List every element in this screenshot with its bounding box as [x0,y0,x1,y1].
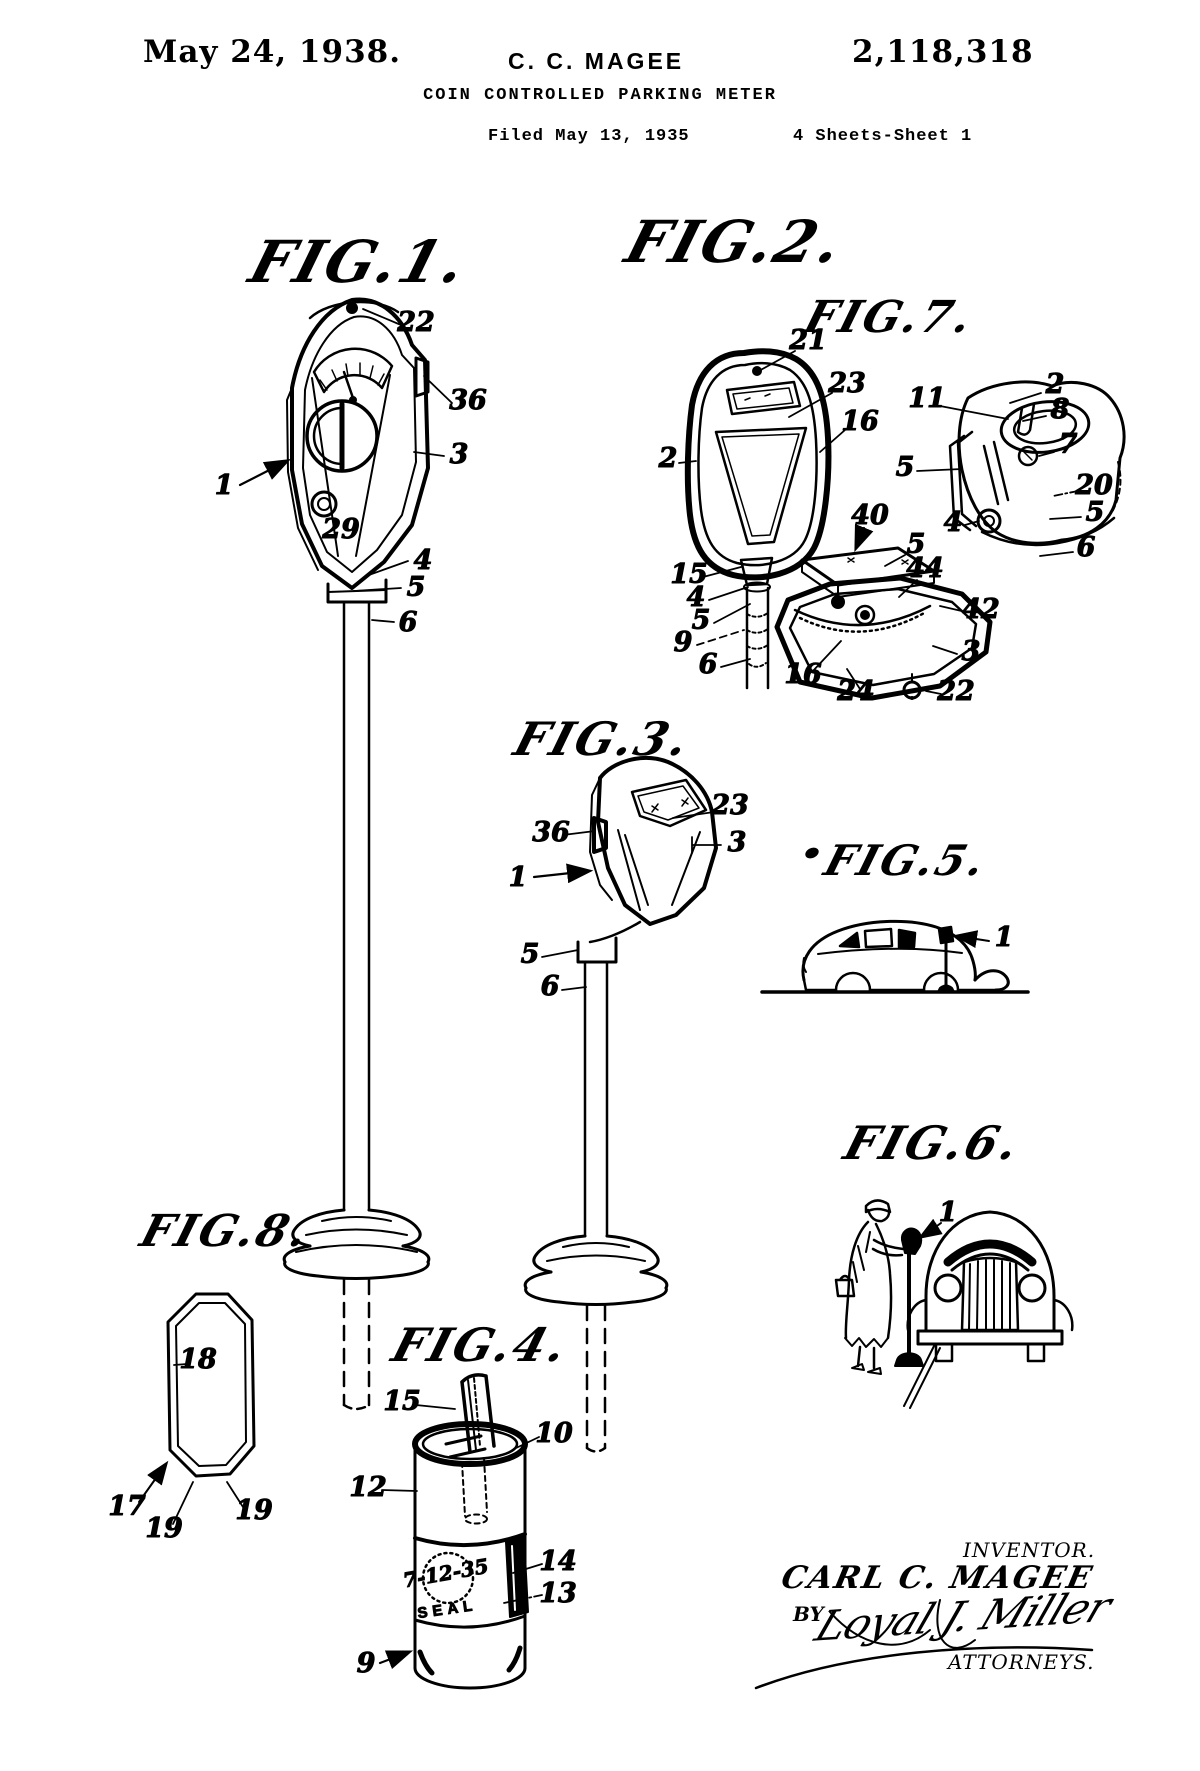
fig5-ref-1: 1 [995,922,1014,953]
fig1-ref-36: 36 [449,385,487,416]
fig4-ref-15: 15 [383,1386,421,1417]
fig4-seal-word: SEAL [416,1597,478,1622]
fig2-ref-40: 40 [851,500,889,531]
invention-title: COIN CONTROLLED PARKING METER [423,86,777,105]
fig4-drawing [378,1373,543,1690]
fig3-drawing [523,756,722,1453]
fig8-ref-18: 18 [179,1344,217,1375]
fig1-ref-6: 6 [399,607,418,638]
attorneys-label: ATTORNEYS. [948,1650,1095,1674]
fig4-ref-9: 9 [357,1648,376,1679]
fig3-ref-6: 6 [541,971,560,1002]
fig7-ref-5r: 5 [1086,497,1105,528]
fig6-ref-1: 1 [939,1197,958,1228]
fig1-drawing [238,297,453,1411]
signature-flourish [754,1599,1094,1690]
fig2-ref-24: 24 [836,676,875,707]
fig2-ref-23: 23 [827,368,866,399]
fig3-ref-1: 1 [509,862,528,893]
fig2-ref-21: 21 [788,325,827,356]
fig6-drawing [834,1199,1074,1409]
patent-number: 2,118,318 [852,34,1034,70]
filed-date: Filed May 13, 1935 [488,127,690,146]
inventor-label: INVENTOR. [963,1538,1096,1562]
applicant-name: C. C. MAGEE [508,48,685,74]
fig7-ref-11: 11 [908,383,946,414]
fig4-ref-13: 13 [539,1578,577,1609]
fig8-drawing [138,1292,256,1525]
fig2-ref-42: 42 [962,594,1000,625]
sheet-label: 4 Sheets-Sheet 1 [793,127,973,146]
fig2-ref-22: 22 [936,676,975,707]
fig1-ref-22: 22 [396,307,435,338]
fig4-ref-12: 12 [349,1472,387,1503]
fig8-ref-19a: 19 [145,1513,183,1544]
fig2-ref-2: 2 [658,443,678,474]
fig5-drawing [760,847,1030,994]
fig2-ref-16b: 16 [784,659,822,690]
fig2-ref-5b: 5 [907,529,926,560]
fig4-ref-10: 10 [535,1418,573,1449]
fig7-ref-5l: 5 [896,452,915,483]
fig1-ref-4: 4 [414,545,433,576]
fig7-ref-6: 6 [1077,532,1096,563]
fig3-ref-3: 3 [728,827,747,858]
fig1-ref-29: 29 [321,514,360,545]
fig4-ref-14: 14 [539,1546,577,1577]
fig3-ref-5: 5 [521,939,540,970]
fig2-ref-3: 3 [962,636,981,667]
fig7-ref-4: 4 [944,507,963,538]
fig1-ref-3: 3 [450,439,469,470]
issue-date: May 24, 1938. [143,34,402,70]
fig2-ref-4: 4 [687,582,706,613]
fig3-ref-36: 36 [532,817,570,848]
fig2-ref-6: 6 [699,649,718,680]
fig1-ref-1: 1 [215,470,234,501]
fig3-ref-23: 23 [710,790,749,821]
fig2-drawing [678,348,993,701]
fig2-ref-5a: 5 [692,605,711,636]
fig2-ref-16a: 16 [841,406,879,437]
fig7-ref-20: 20 [1074,470,1113,501]
fig7-ref-2: 2 [1045,369,1065,400]
fig7-drawing [916,380,1126,557]
fig2-ref-9: 9 [674,627,693,658]
fig7-ref-8: 8 [1050,394,1070,425]
fig2-ref-44: 44 [906,553,944,584]
fig8-ref-17: 17 [108,1491,146,1522]
by-label: BY [793,1602,824,1626]
fig2-ref-15: 15 [670,559,708,590]
fig1-ref-5: 5 [407,572,426,603]
fig8-ref-19b: 19 [235,1495,273,1526]
fig7-ref-7: 7 [1059,429,1078,460]
